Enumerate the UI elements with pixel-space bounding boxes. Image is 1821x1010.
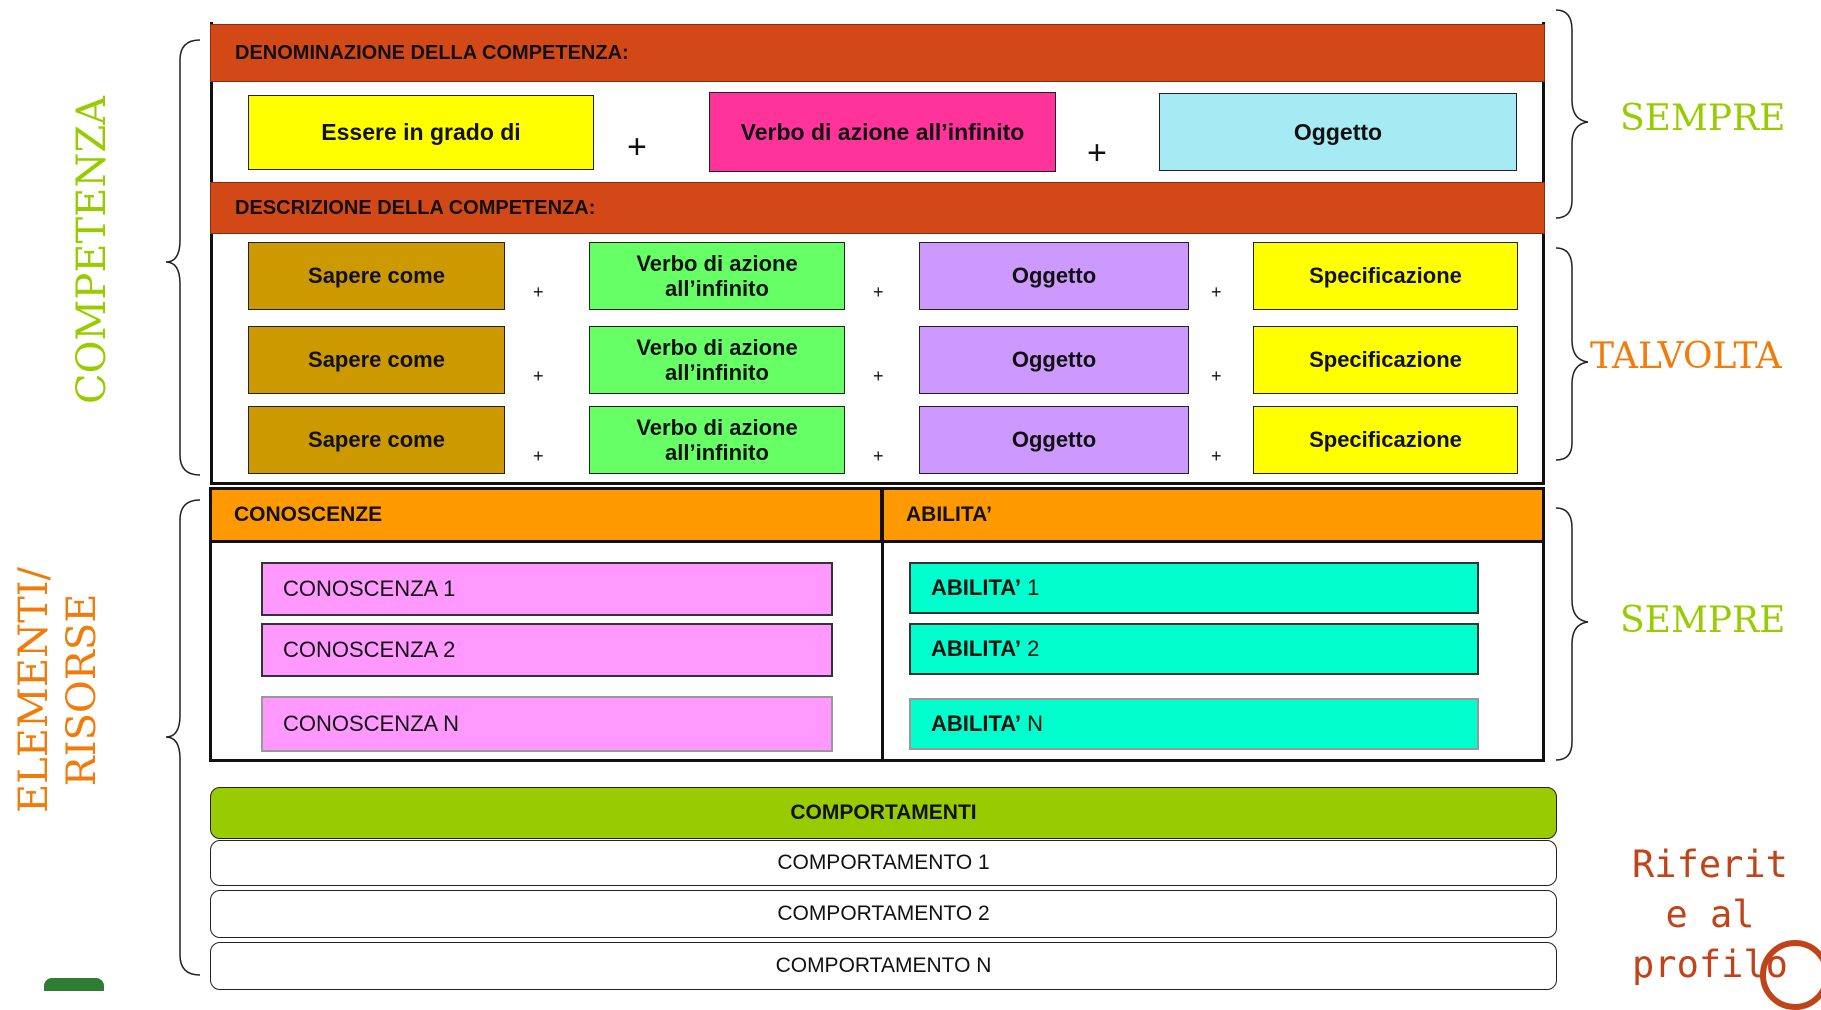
brace-talvolta	[1555, 247, 1589, 461]
plus-sign: +	[1211, 366, 1222, 386]
conoscenza-item: CONOSCENZA 2	[261, 623, 833, 677]
plus-sign: +	[533, 282, 544, 302]
plus-sign: +	[1211, 282, 1222, 302]
conoscenza-item: CONOSCENZA N	[261, 696, 833, 752]
denominazione-header: DENOMINAZIONE DELLA COMPETENZA:	[210, 24, 1545, 82]
abilita-item: ABILITA’ 2	[909, 623, 1479, 675]
label-sempre-2: SEMPRE	[1620, 600, 1786, 641]
seal-fragment	[1760, 940, 1821, 1010]
label-elementi-risorse: ELEMENTI/ RISORSE	[11, 566, 105, 814]
label-riferite-profilo: Riferit e al profilo	[1632, 843, 1788, 986]
descrizione-box: Verbo di azione all’infinito	[589, 242, 845, 310]
label-sempre-1: SEMPRE	[1620, 98, 1786, 139]
label-talvolta: TALVOLTA	[1590, 336, 1782, 377]
comportamento-item: COMPORTAMENTO N	[210, 942, 1557, 990]
abilita-item: ABILITA’ 1	[909, 562, 1479, 614]
descrizione-header: DESCRIZIONE DELLA COMPETENZA:	[210, 182, 1545, 234]
conoscenza-item: CONOSCENZA 1	[261, 562, 833, 616]
competenza-frame	[210, 22, 1545, 485]
abilita-header: ABILITA’	[881, 487, 1545, 543]
box-oggetto: Oggetto	[1159, 93, 1517, 171]
comportamento-item: COMPORTAMENTO 1	[210, 840, 1557, 886]
descrizione-box: Sapere come	[248, 406, 505, 474]
box-verbo-azione: Verbo di azione all’infinito	[709, 92, 1056, 172]
plus-sign: +	[627, 128, 647, 166]
comportamento-item: COMPORTAMENTO 2	[210, 890, 1557, 938]
brace-risorse	[165, 499, 201, 976]
descrizione-box: Oggetto	[919, 326, 1189, 394]
comportamenti-header: COMPORTAMENTI	[210, 787, 1557, 839]
label-competenza: COMPETENZA	[69, 95, 115, 405]
brace-competenza	[165, 39, 201, 476]
plus-sign: +	[1087, 134, 1107, 172]
box-essere-in-grado: Essere in grado di	[248, 95, 594, 170]
descrizione-box: Oggetto	[919, 242, 1189, 310]
descrizione-box: Oggetto	[919, 406, 1189, 474]
descrizione-box: Sapere come	[248, 242, 505, 310]
abilita-item: ABILITA’ N	[909, 698, 1479, 750]
plus-sign: +	[533, 366, 544, 386]
descrizione-box: Verbo di azione all’infinito	[589, 326, 845, 394]
brace-sempre-1	[1555, 9, 1589, 219]
braces-right	[1555, 9, 1589, 761]
plus-sign: +	[873, 366, 884, 386]
braces-left	[165, 39, 201, 976]
descrizione-box: Specificazione	[1253, 326, 1518, 394]
descrizione-box: Verbo di azione all’infinito	[589, 406, 845, 474]
conoscenze-header: CONOSCENZE	[209, 487, 883, 543]
plus-sign: +	[873, 446, 884, 466]
plus-sign: +	[533, 446, 544, 466]
descrizione-box: Specificazione	[1253, 406, 1518, 474]
brace-sempre-2	[1555, 507, 1589, 761]
plus-sign: +	[873, 282, 884, 302]
descrizione-box: Specificazione	[1253, 242, 1518, 310]
plus-sign: +	[1211, 446, 1222, 466]
descrizione-box: Sapere come	[248, 326, 505, 394]
logo-fragment	[44, 978, 104, 991]
risorse-divider	[881, 487, 884, 762]
